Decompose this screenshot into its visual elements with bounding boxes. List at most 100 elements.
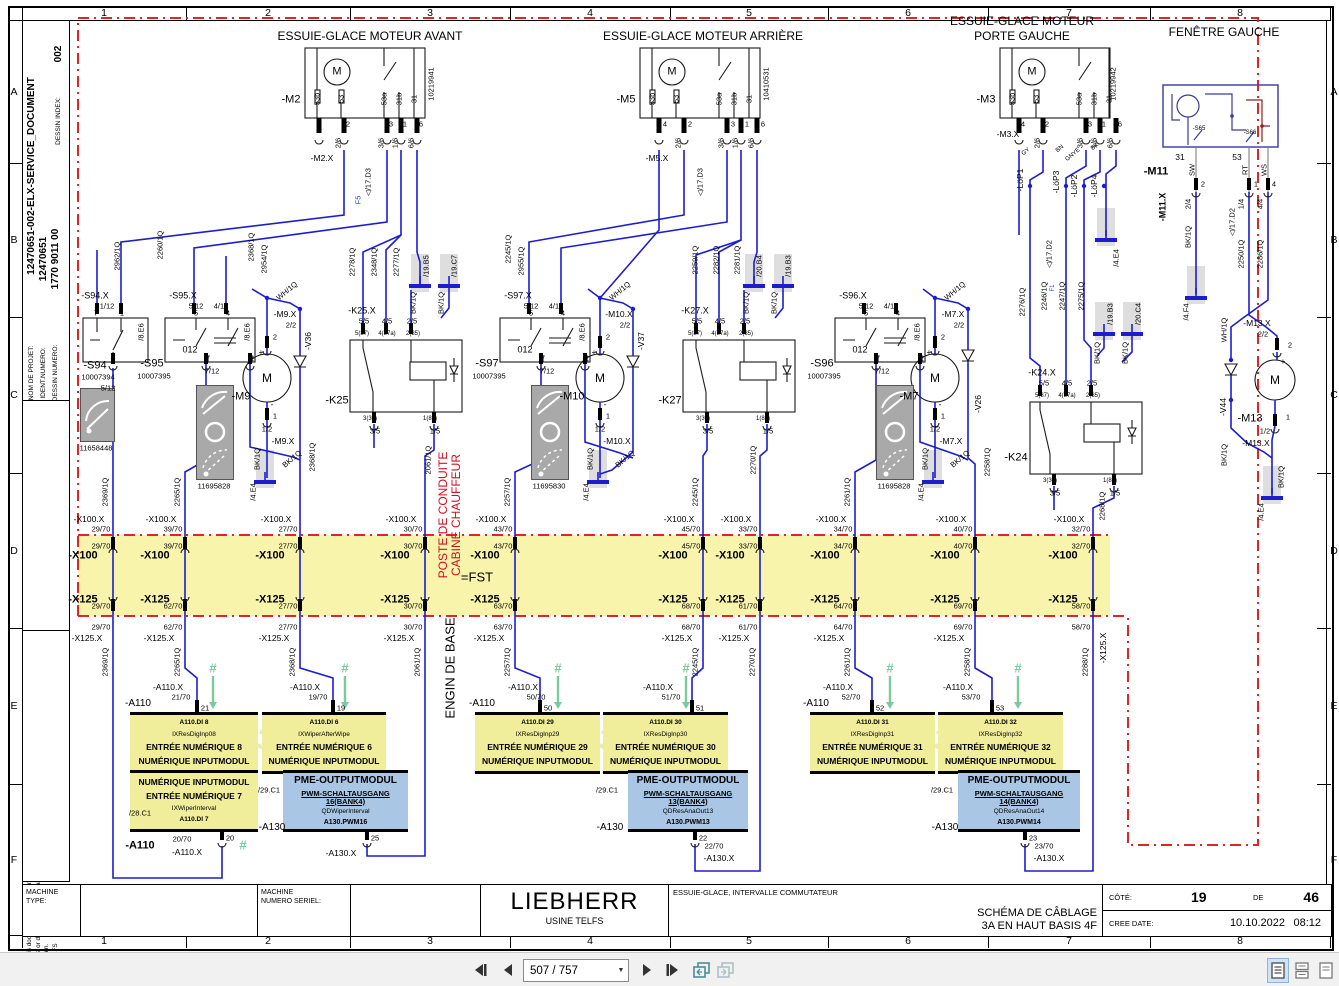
schematic-label: 19/70 (308, 692, 328, 702)
schematic-label: RT (1240, 165, 1250, 175)
schematic-label: 5/5 (358, 316, 370, 326)
schematic-label: -S97.X (504, 290, 532, 301)
schematic-label: 31 (1175, 151, 1185, 162)
page-display-scroll-button[interactable] (1291, 958, 1313, 983)
schematic-label: 4(87a) (378, 331, 396, 337)
schematic-label: BK/1Q (585, 447, 595, 471)
schematic-label: 7 (540, 353, 546, 363)
last-page-button[interactable] (661, 958, 685, 982)
schematic-label: 5/5 (1038, 378, 1050, 388)
wiper-interval-pictogram-icon (876, 385, 914, 480)
sheet-description: ESSUIE-GLACE, INTERVALLE COMMUTATEUR (673, 888, 838, 897)
schematic-label: 27/70 (278, 601, 298, 611)
schematic-label: -M13.X (1242, 437, 1270, 448)
schematic-label: 2061/1Q (412, 647, 422, 677)
next-page-button[interactable] (635, 958, 659, 982)
schematic-label: /4.E4 (1256, 503, 1266, 521)
page-number-combobox[interactable]: ▼ (523, 959, 629, 982)
switch-s94 (82, 317, 149, 363)
schematic-label: 53b (1007, 92, 1017, 106)
first-page-button[interactable] (468, 958, 492, 982)
schematic-label: 5(87) (687, 331, 703, 337)
schematic-label: -V44 (1217, 398, 1228, 416)
previous-view-button[interactable] (690, 958, 714, 982)
schematic-label: -K27 (658, 394, 682, 407)
next-view-button[interactable] (714, 958, 738, 982)
previous-page-button[interactable] (496, 958, 520, 982)
schematic-label: 31b (729, 92, 739, 106)
drawing-frame (8, 6, 1334, 951)
schematic-label: -X125 (715, 593, 745, 606)
schematic-label: 1/5 (429, 426, 441, 436)
motor-box-m2 (304, 47, 426, 119)
schematic-label: # (239, 837, 247, 853)
schematic-label: 30/70 (403, 524, 423, 534)
schematic-label: 2955/1Q (516, 246, 526, 276)
schematic-label: 43/70 (493, 524, 513, 534)
schematic-label: BK/1Q (920, 447, 930, 471)
combobox-caret-icon[interactable]: ▼ (617, 967, 625, 974)
page-display-single-button[interactable] (1267, 958, 1289, 983)
grid-coordinate: 3 (427, 935, 433, 947)
harness-wires (96, 150, 1278, 879)
schematic-label: 2 (1044, 119, 1050, 129)
schematic-label: 63/70 (493, 622, 513, 632)
module-line: QDResAnaOut13 (662, 807, 714, 815)
module-line: NUMÉRIQUE INPUTMODUL (268, 756, 380, 767)
schematic-label: 4/5 (714, 316, 726, 326)
schematic-label: 1/4 (1236, 198, 1246, 210)
schematic-label: -M11 (1143, 165, 1169, 178)
section-title-door-wiper: ESSUIE-GLACE MOTEUR (949, 14, 1095, 28)
module-line: PME-OUTPUTMODUL (967, 775, 1071, 787)
schematic-label: M (667, 65, 677, 78)
page-number-input[interactable] (524, 963, 614, 978)
schematic-label: 6 (760, 119, 766, 129)
schematic-label: 3(30) (695, 416, 711, 422)
schematic-label: 4 (1020, 119, 1026, 129)
schematic-label: 4(87a) (1058, 393, 1076, 399)
viewer-toolbar: ▼ (0, 952, 1339, 986)
page-display-facing-button[interactable] (1315, 958, 1337, 983)
schematic-label: -X125.X (933, 632, 965, 643)
module-line: IXResDigInp30 (643, 730, 688, 738)
schematic-label: /4.E4 (248, 483, 258, 501)
module-line: NUMÉRIQUE INPUTMODUL (482, 756, 593, 767)
schematic-label: 62/70 (163, 622, 183, 632)
schematic-label: 2/2 (1257, 329, 1269, 339)
schematic-label: 31b (1089, 92, 1099, 106)
schematic-label: -S65 (1192, 126, 1206, 132)
grid-coordinate: D (10, 544, 18, 557)
schematic-label: - (603, 398, 607, 409)
schematic-label: 27/70 (278, 541, 298, 551)
plant-name: USINE TELFS (545, 916, 604, 926)
module-line: QDWiperInterval (321, 807, 370, 815)
schematic-label: -X125 (380, 593, 410, 606)
schematic-label: /20.B4 (754, 255, 764, 277)
schematic-label: ◁/17.D2 (1044, 240, 1054, 268)
module-line: NUMÉRIQUE INPUTMODUL (138, 776, 250, 787)
schematic-label: 69/70 (953, 601, 973, 611)
schematic-label: -X125.X (813, 632, 845, 643)
module-line: A110.DI 30 (649, 718, 682, 726)
schematic-label: 1/5 (1109, 488, 1121, 498)
company-cell: LIEBHERR USINE TELFS (481, 885, 669, 936)
schematic-label: BK/1Q (408, 291, 418, 315)
module-line: NUMÉRIQUE INPUTMODUL (945, 756, 1056, 767)
schematic-label: 21 (200, 703, 210, 713)
schematic-label: 33/70 (738, 541, 758, 551)
schematic-label: 40/70 (953, 524, 973, 534)
schematic-label: 21/70 (171, 692, 191, 702)
schematic-label: 5/12 (858, 301, 874, 311)
schematic-label: -A110.X (171, 846, 203, 857)
schematic-label: 2250/1Q (1236, 239, 1246, 269)
schematic-label: 11658448 (79, 443, 113, 453)
schematic-label: F5 (353, 195, 363, 205)
schematic-label: -X125.X (71, 632, 103, 643)
schematic-label: 2 (345, 119, 351, 129)
schematic-label: CABINE CHAUFFEUR (449, 453, 463, 577)
schematic-label: 22/70 (704, 841, 724, 851)
schematic-label: 63/70 (493, 601, 513, 611)
schematic-label: 1/12 (99, 301, 115, 311)
